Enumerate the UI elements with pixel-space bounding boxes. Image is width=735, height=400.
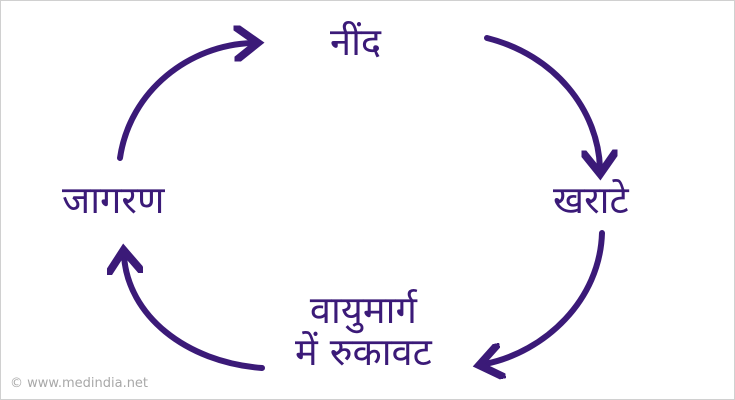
node-obstruction-line2: में रुकावट (295, 329, 432, 374)
node-awakening: जागरण (62, 178, 165, 222)
node-obstruction-line1: वायुमार्ग (309, 288, 417, 332)
node-obstruction: वायुमार्ग में रुकावट (295, 288, 432, 374)
watermark: © www.medindia.net (10, 376, 149, 391)
arrow-obstruction-to-awakening (124, 256, 265, 371)
node-sleep: नींद (330, 20, 382, 64)
arrow-awakening-to-sleep (117, 43, 252, 161)
arrow-sleep-to-snoring (484, 35, 600, 168)
node-snoring: खराटे (553, 178, 629, 222)
arrow-snoring-to-obstruction (485, 230, 605, 364)
